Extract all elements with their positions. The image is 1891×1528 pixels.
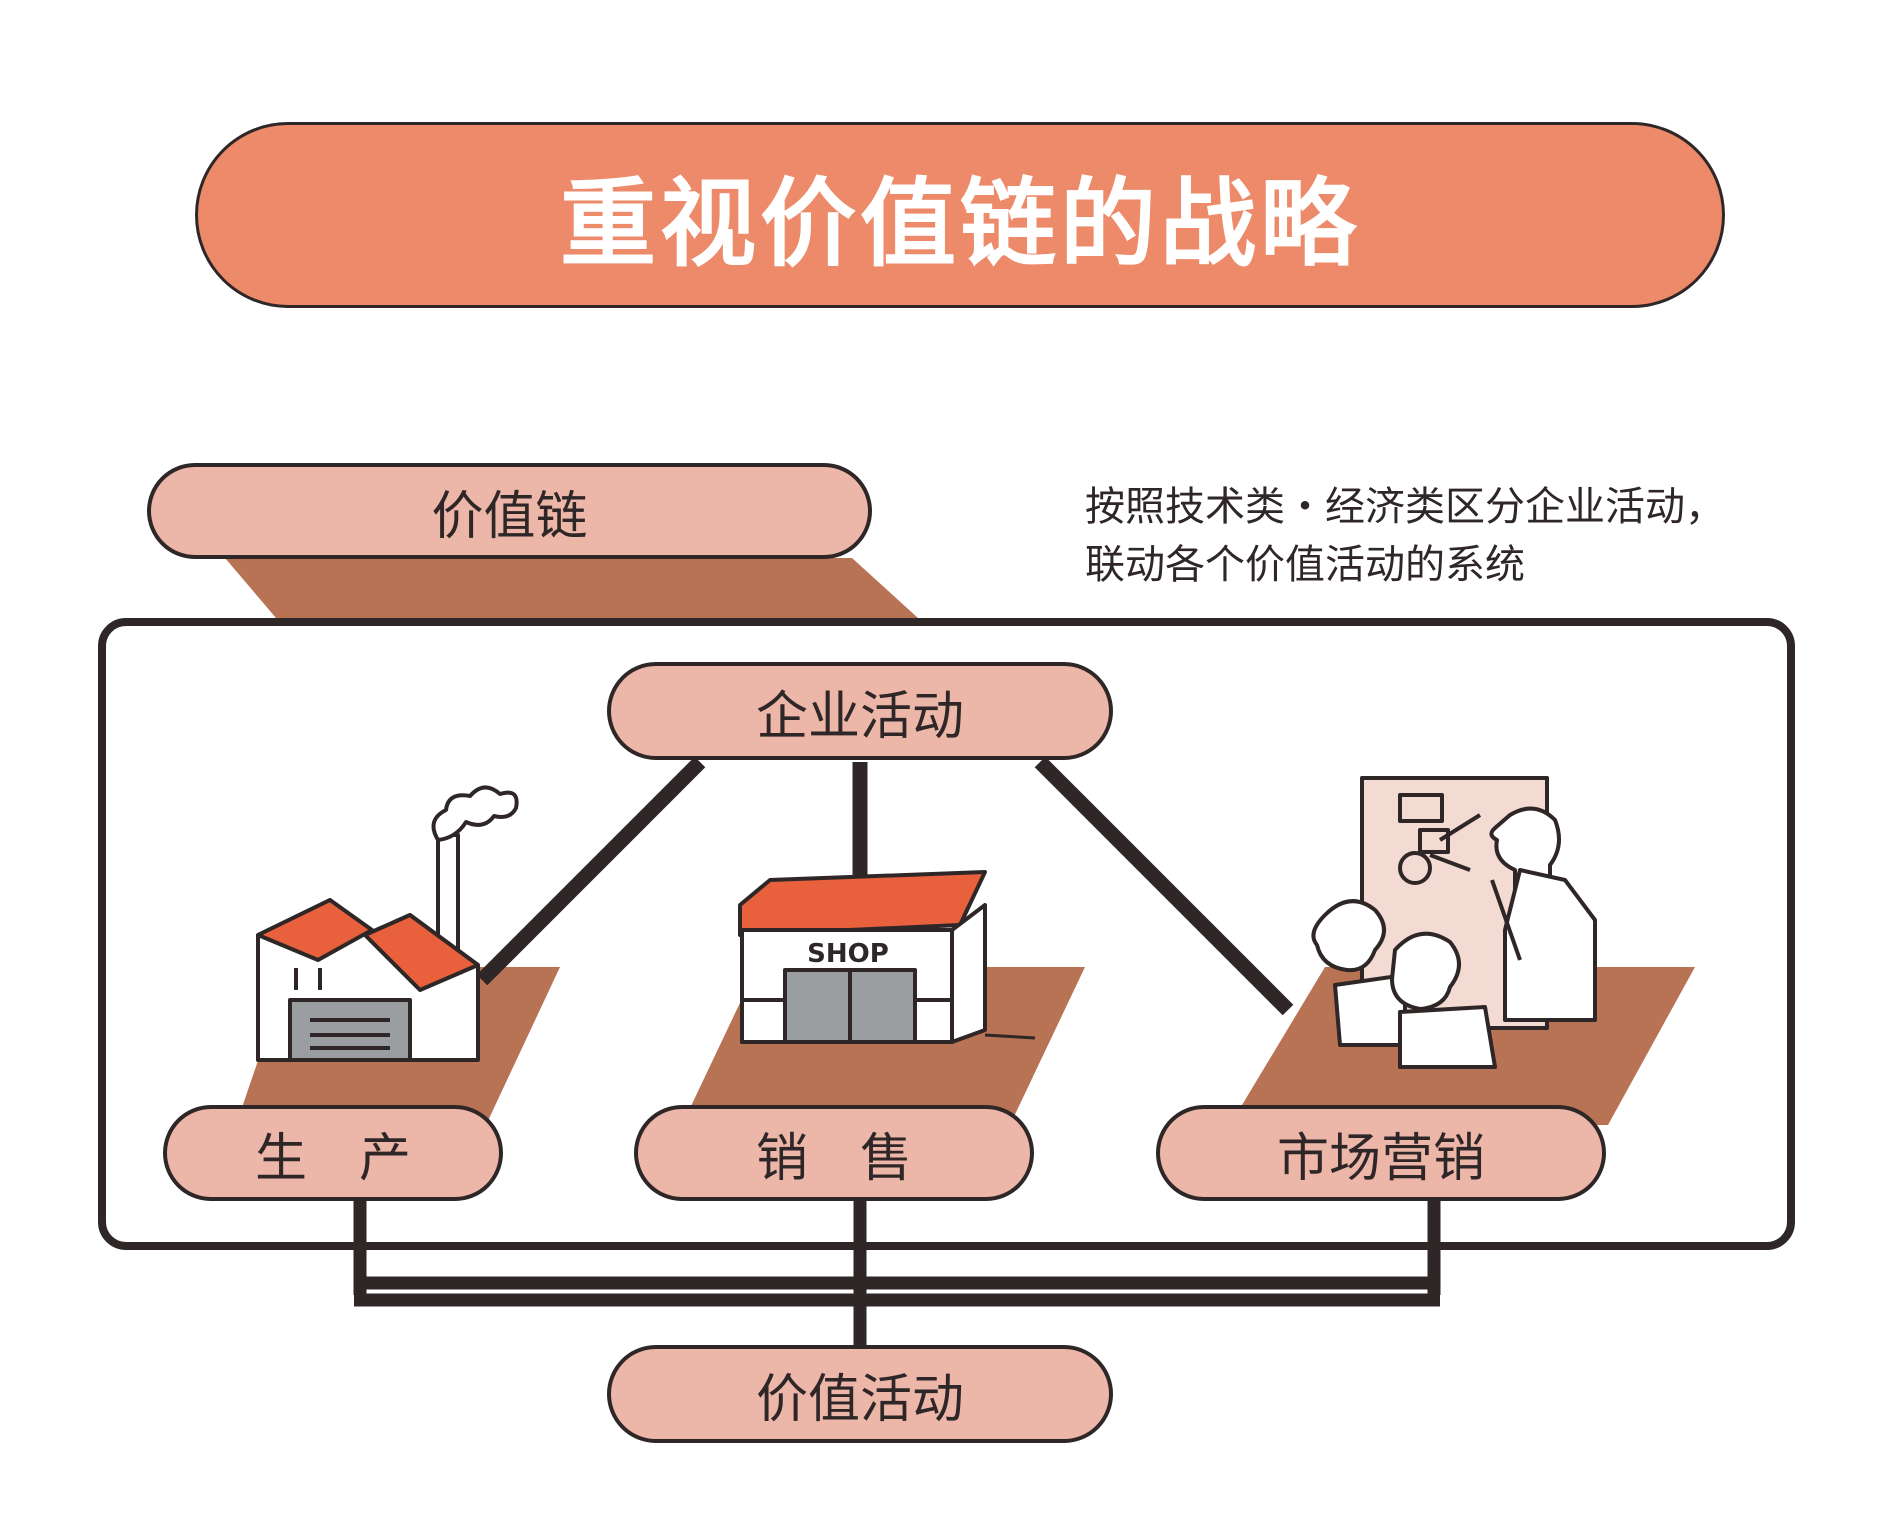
- activity-production: 生 产: [163, 1105, 503, 1201]
- factory-icon: [256, 785, 519, 1062]
- marketing-meeting-icon: [1311, 776, 1597, 1069]
- connector-top-production: [476, 756, 706, 986]
- value-chain-shadow: [225, 558, 918, 618]
- page-title: 重视价值链的战略: [195, 122, 1725, 308]
- activity-sales: 销 售: [634, 1105, 1034, 1201]
- top-node-enterprise-activity: 企业活动: [607, 662, 1113, 760]
- activity-marketing: 市场营销: [1156, 1105, 1606, 1201]
- shop-icon: [738, 870, 1036, 1044]
- connector-top-marketing: [1034, 756, 1294, 1016]
- shop-sign: SHOP: [807, 939, 889, 969]
- description-text: 按照技术类・经济类区分企业活动， 联动各个价值活动的系统: [1085, 484, 1725, 588]
- activity-frame: [98, 618, 1795, 1250]
- value-chain-label: 价值链: [147, 463, 872, 559]
- bottom-node-value-activity: 价值活动: [607, 1345, 1113, 1443]
